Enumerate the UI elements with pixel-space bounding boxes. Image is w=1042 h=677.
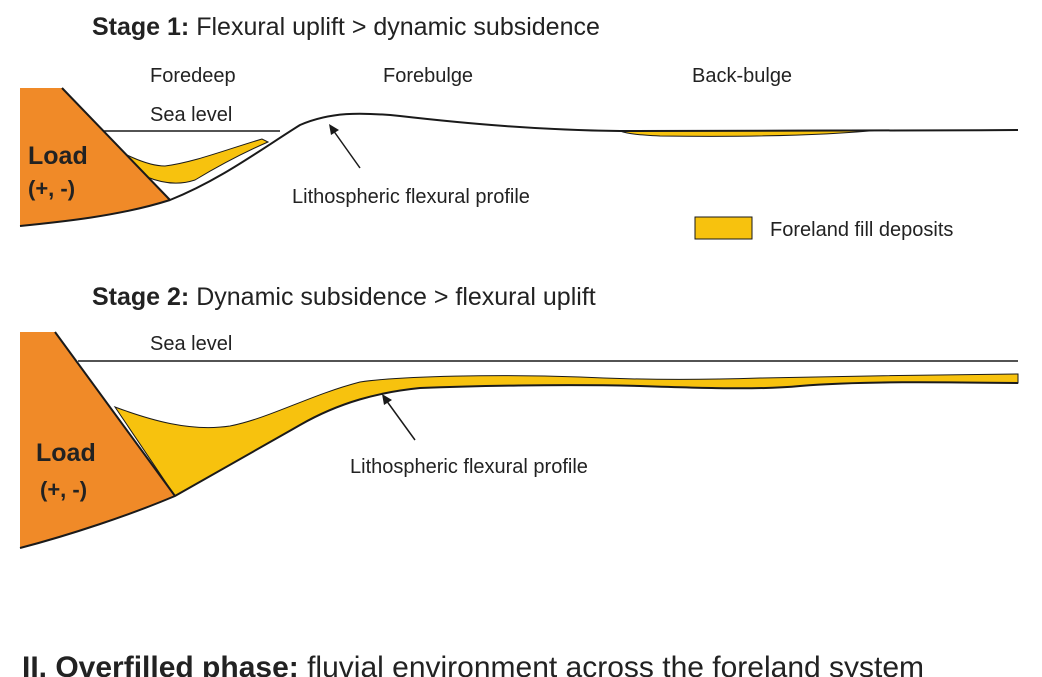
stage-1-flexural-profile bbox=[19, 112, 1019, 227]
stage-2-profile-arrow bbox=[385, 399, 416, 441]
stage-1-load-label-line2: (+, -) bbox=[28, 176, 75, 201]
stage-2-load-label-line1: Load bbox=[36, 439, 96, 467]
stage-2-flexural-profile bbox=[19, 381, 1019, 549]
stage-2-title-rest: Dynamic subsidence > flexural uplift bbox=[189, 283, 595, 311]
stage-2-title-bold: Stage 2: bbox=[92, 283, 189, 311]
stage-1-load-label-line1: Load bbox=[28, 142, 88, 170]
stage-1-panel: Stage 1: Flexural uplift > dynamic subsi… bbox=[19, 13, 1019, 241]
zone-back-bulge-label: Back-bulge bbox=[692, 65, 792, 87]
stage-2-arrow-head bbox=[382, 394, 392, 405]
legend-label: Foreland fill deposits bbox=[770, 219, 953, 241]
stage-1-profile-arrow bbox=[332, 129, 361, 169]
zone-forebulge-label: Forebulge bbox=[383, 65, 473, 87]
stage-1-title-bold: Stage 1: bbox=[92, 13, 189, 41]
stage-1-load-edge bbox=[61, 87, 171, 201]
stage-2-sea-level-label: Sea level bbox=[150, 333, 232, 355]
stage-1-title: Stage 1: Flexural uplift > dynamic subsi… bbox=[92, 13, 600, 41]
overfilled-phase-rest: fluvial environment across the foreland … bbox=[299, 651, 924, 677]
overfilled-phase-bold: II. Overfilled phase: bbox=[22, 651, 299, 677]
stage-2-title: Stage 2: Dynamic subsidence > flexural u… bbox=[92, 283, 596, 311]
stage-1-title-rest: Flexural uplift > dynamic subsidence bbox=[189, 13, 600, 41]
stage-2-load-edge bbox=[54, 331, 176, 497]
stage-2-panel: Stage 2: Dynamic subsidence > flexural u… bbox=[19, 283, 1019, 549]
stage-1-profile-label: Lithospheric flexural profile bbox=[292, 186, 530, 208]
legend-swatch bbox=[694, 216, 753, 240]
stage-1-sea-level-label: Sea level bbox=[150, 104, 232, 126]
stage-2-profile-label: Lithospheric flexural profile bbox=[350, 456, 588, 478]
stage-1-arrow-head bbox=[329, 124, 339, 135]
zone-foredeep-label: Foredeep bbox=[150, 65, 236, 87]
stage-2-load-label-line2: (+, -) bbox=[40, 477, 87, 502]
stage-1-load-wedge bbox=[20, 88, 170, 226]
overfilled-phase-heading: II. Overfilled phase: fluvial environmen… bbox=[22, 651, 924, 677]
stage-2-load-wedge bbox=[20, 332, 175, 548]
